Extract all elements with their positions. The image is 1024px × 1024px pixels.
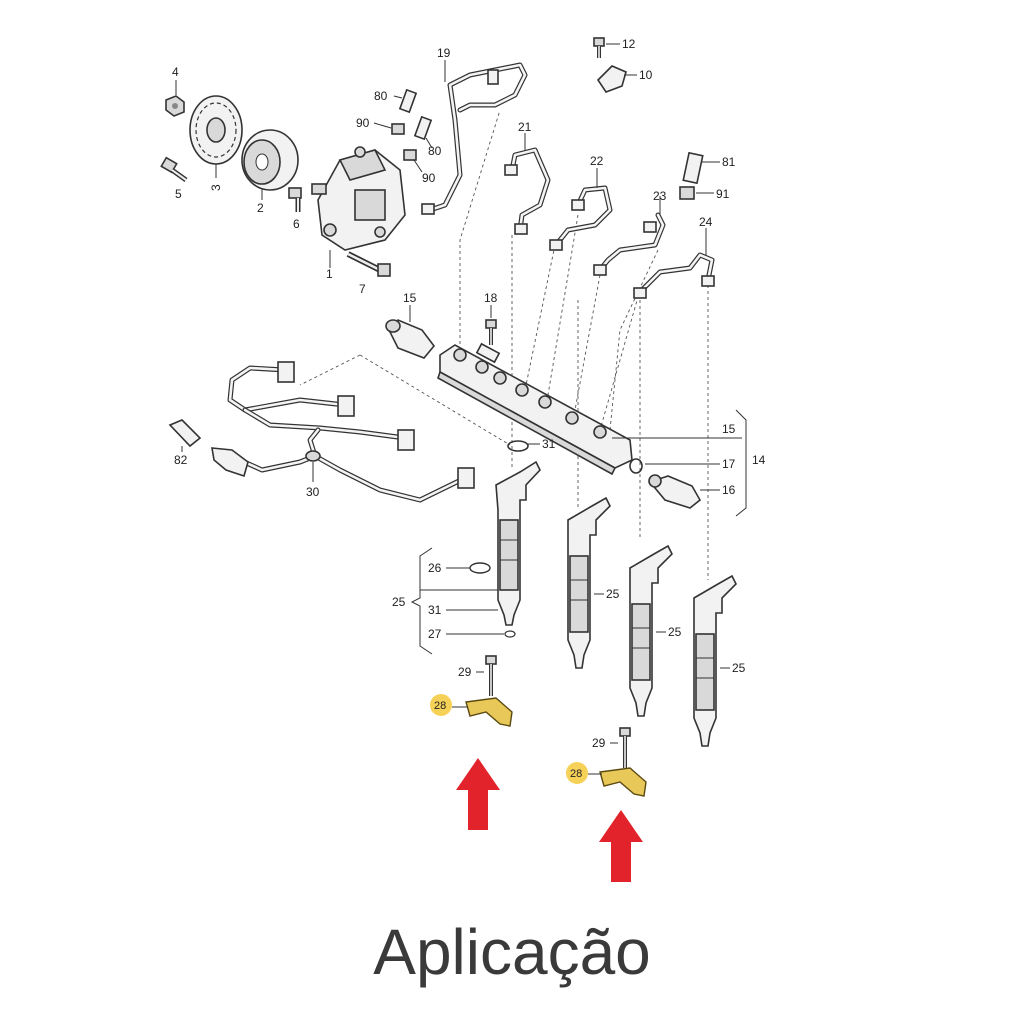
callout-14: 14 — [752, 453, 766, 467]
callout-29-b: 29 — [592, 736, 606, 750]
injector-part-25-d — [693, 574, 737, 747]
callout-24: 24 — [699, 215, 713, 229]
callout-4: 4 — [172, 65, 179, 79]
highlight-marker-right — [566, 762, 588, 784]
callout-82: 82 — [174, 453, 188, 467]
bolt-part-18 — [485, 305, 497, 345]
clamp-assembly-left — [430, 655, 513, 727]
callout-28-b: 28 — [570, 768, 582, 780]
callout-19: 19 — [437, 46, 451, 60]
guide-lines — [299, 109, 709, 580]
callout-25-b: 25 — [606, 587, 620, 601]
bolt-part-6 — [288, 187, 302, 212]
return-line-part-19 — [421, 60, 528, 215]
clamp-part-28-right — [599, 767, 647, 797]
callout-29-a: 29 — [458, 665, 472, 679]
red-arrow-right — [599, 810, 643, 882]
callout-21: 21 — [518, 120, 532, 134]
callout-81: 81 — [722, 155, 736, 169]
bolt-part-5 — [160, 156, 188, 183]
part-82 — [168, 419, 202, 452]
callout-25-d: 25 — [732, 661, 746, 675]
callout-90-b: 90 — [422, 171, 436, 185]
injector-part-25-b — [567, 496, 611, 669]
callout-91: 91 — [716, 187, 730, 201]
fuel-rail-part-14 — [437, 342, 633, 476]
callout-22: 22 — [590, 154, 604, 168]
clamp-part-28-left — [465, 697, 513, 727]
callout-12: 12 — [622, 37, 636, 51]
callout-23: 23 — [653, 189, 667, 203]
callout-26: 26 — [428, 561, 442, 575]
highlight-marker-left — [430, 694, 452, 716]
callout-6: 6 — [293, 217, 300, 231]
callout-30: 30 — [306, 485, 320, 499]
wiring-harness-part-30 — [211, 361, 475, 503]
clamp-assembly-right — [566, 727, 647, 797]
callout-10: 10 — [639, 68, 653, 82]
bolt-part-7 — [346, 251, 391, 277]
callout-2: 2 — [257, 201, 264, 215]
parts-81-91 — [679, 151, 720, 200]
callout-7: 7 — [359, 282, 366, 296]
red-arrow-left — [456, 758, 500, 830]
callout-labels: 4 3 5 2 6 1 7 80 90 80 90 19 12 10 21 22… — [172, 37, 766, 780]
pump-part-1 — [311, 146, 406, 268]
seal-part-31 — [507, 440, 540, 452]
callout-28-a: 28 — [434, 700, 446, 712]
callout-3: 3 — [209, 184, 223, 191]
callout-16: 16 — [722, 483, 736, 497]
callout-1: 1 — [326, 267, 333, 281]
callout-5: 5 — [175, 187, 182, 201]
injector-part-25-c — [629, 544, 673, 717]
callout-18: 18 — [484, 291, 498, 305]
injection-pipes — [504, 133, 715, 299]
callout-27: 27 — [428, 627, 442, 641]
callout-80-a: 80 — [374, 89, 388, 103]
callout-15-a: 15 — [403, 291, 417, 305]
valve-parts-10-12 — [593, 37, 637, 93]
callout-31-b: 31 — [428, 603, 442, 617]
callout-15-b: 15 — [722, 422, 736, 436]
caption-title: Aplicação — [373, 916, 651, 988]
callout-25-a: 25 — [392, 595, 406, 609]
callout-90-a: 90 — [356, 116, 370, 130]
hub-part-2 — [241, 129, 299, 200]
nut-part-4 — [165, 80, 185, 117]
injector-leaders — [410, 547, 730, 669]
gear-part-3 — [189, 95, 243, 178]
injector-part-25-a — [495, 460, 541, 626]
callout-17: 17 — [722, 457, 736, 471]
connectors-80-90 — [373, 88, 433, 173]
sensor-part-15 — [385, 305, 436, 359]
callout-80-b: 80 — [428, 144, 442, 158]
callout-25-c: 25 — [668, 625, 682, 639]
rail-end-parts — [612, 409, 747, 517]
callout-31-a: 31 — [542, 437, 556, 451]
